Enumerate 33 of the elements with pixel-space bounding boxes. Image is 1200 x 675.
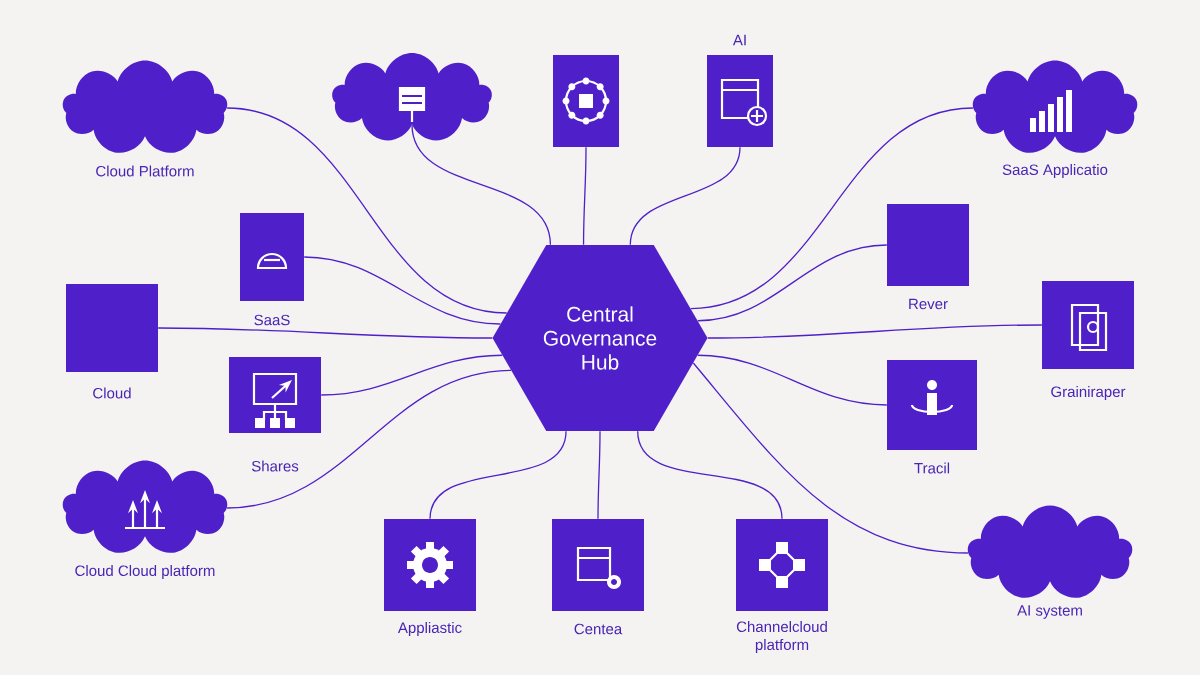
connector-line: [157, 327, 493, 339]
node-label: Rever: [909, 298, 948, 310]
connector-line: [226, 107, 508, 314]
connector-line: [697, 244, 888, 322]
connector-line: [411, 124, 552, 246]
node-label: SaaS: [254, 314, 290, 326]
cloud-shape: [332, 53, 492, 141]
connector-line: [707, 324, 1043, 339]
connector-line: [629, 146, 741, 246]
node-label: Channelcloud platform: [736, 621, 827, 653]
node-label: SaaS Applicatio: [1002, 164, 1108, 178]
connector-line: [597, 430, 601, 520]
hub-hexagon: Central Governance Hub: [492, 244, 708, 432]
node-label: Appliastic: [397, 622, 462, 636]
node-label: Cloud Cloud platform: [75, 565, 215, 579]
connector-line: [429, 430, 567, 520]
connector-line: [303, 256, 501, 325]
connector-line: [692, 362, 969, 554]
connector-line: [697, 354, 888, 406]
connector-line: [637, 430, 783, 520]
node-label: AI system: [1017, 605, 1082, 619]
node-label: Cloud Platform: [96, 165, 194, 177]
icon-box: [553, 55, 619, 147]
connector-line: [690, 107, 974, 310]
node-label: Grainiraper: [1051, 386, 1126, 400]
node-label: AI: [732, 34, 746, 46]
connector-line: [226, 369, 512, 509]
node-label: Centea: [574, 623, 623, 635]
connector-line: [320, 354, 503, 396]
node-label: Tracil: [914, 462, 950, 474]
node-label: Shares: [251, 460, 299, 472]
node-label: Cloud: [93, 387, 131, 399]
connector-line: [582, 146, 587, 246]
